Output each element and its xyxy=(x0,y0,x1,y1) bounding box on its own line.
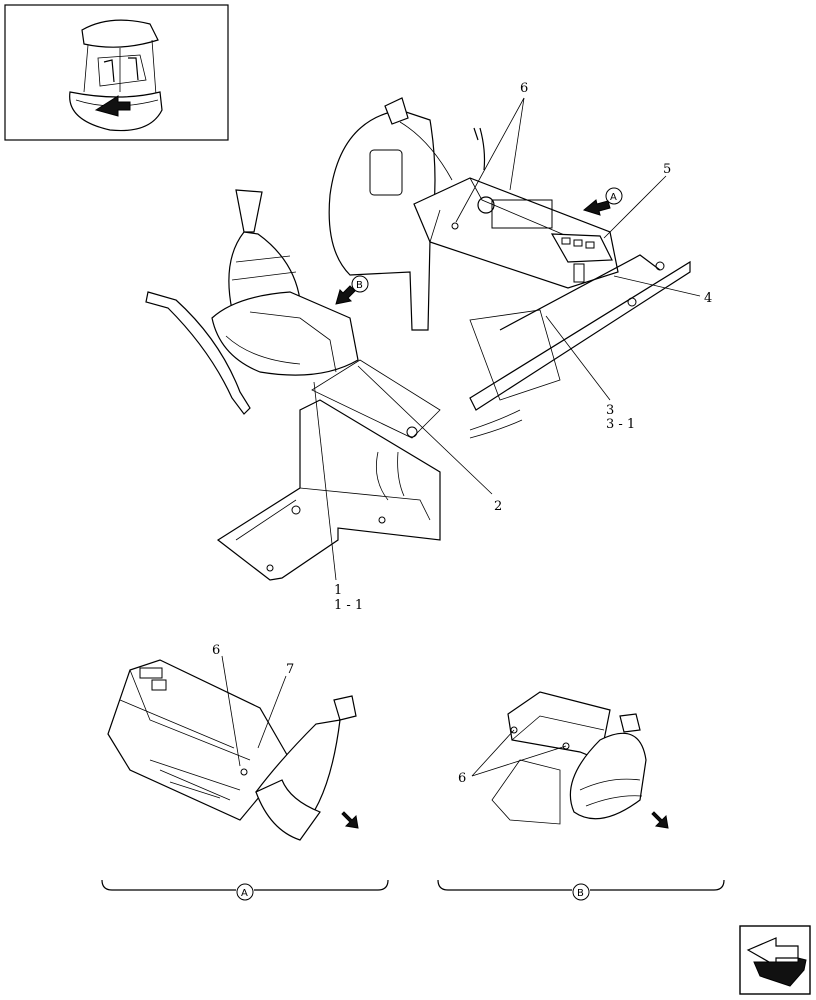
view-arrow-b-label: B xyxy=(356,280,363,291)
callout-6-detail-b: 6 xyxy=(458,771,466,786)
view-arrow-a-label: A xyxy=(610,192,617,203)
bracket-b: B xyxy=(437,879,725,901)
callout-3-1: 3 - 1 xyxy=(606,417,635,432)
callout-6: 6 xyxy=(520,81,528,96)
view-arrow-a[interactable]: A xyxy=(582,187,623,216)
locator-thumbnail[interactable] xyxy=(4,4,229,141)
callout-1: 1 xyxy=(334,583,342,598)
bracket-b-label: B xyxy=(577,888,584,899)
callout-leaders xyxy=(313,97,701,581)
callout-1-1: 1 - 1 xyxy=(334,598,363,613)
bracket-a-label: A xyxy=(241,888,248,899)
callout-5: 5 xyxy=(663,162,671,177)
bracket-a: A xyxy=(101,879,389,901)
callout-6-detail-a: 6 xyxy=(212,643,220,658)
callout-4: 4 xyxy=(704,291,712,306)
detail-view-a xyxy=(107,655,359,841)
main-assembly xyxy=(145,97,691,581)
callout-3: 3 xyxy=(606,403,614,418)
view-arrow-b[interactable]: B xyxy=(335,275,369,305)
callout-7: 7 xyxy=(286,662,294,677)
next-page-arrow-icon[interactable] xyxy=(739,925,811,995)
callout-2: 2 xyxy=(494,499,502,514)
detail-view-b xyxy=(471,691,669,829)
